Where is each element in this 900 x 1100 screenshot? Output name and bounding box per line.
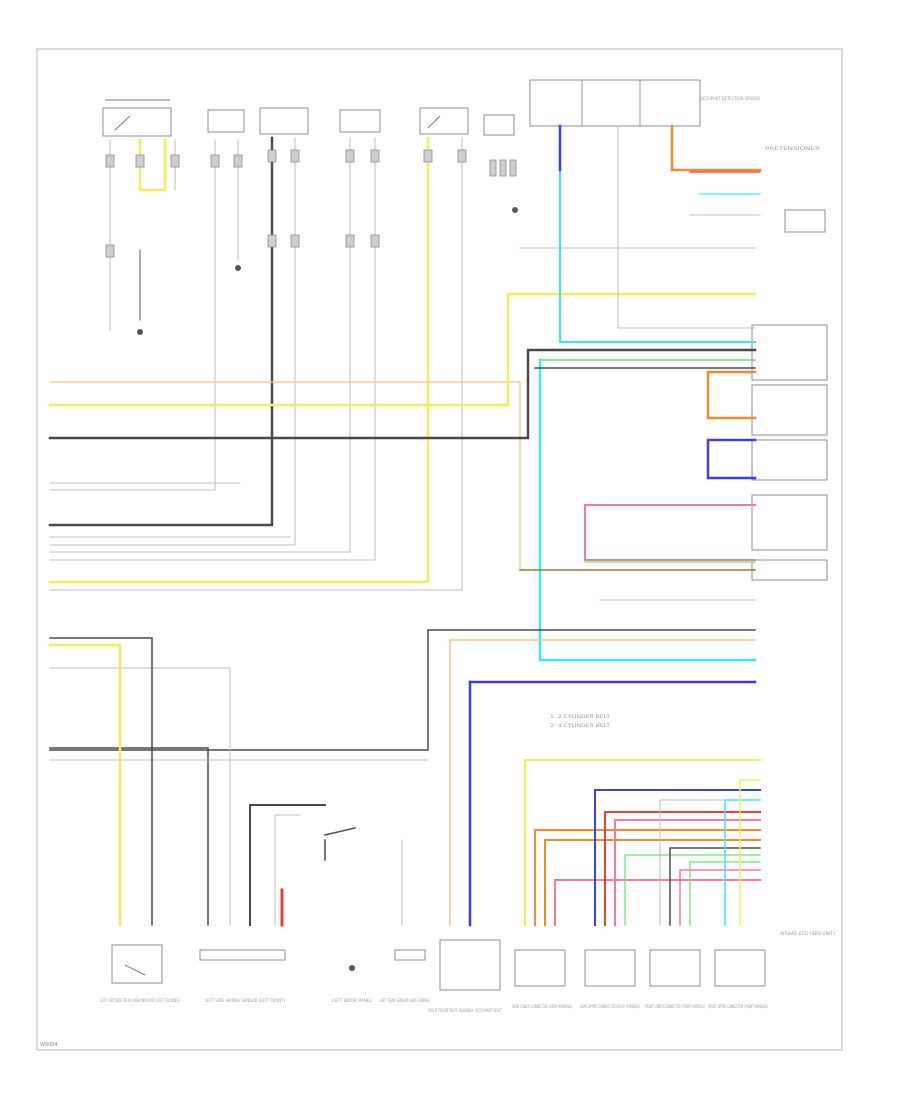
label-front-upper-connector: FRONT UPPER CONNECTOR (FRONT HARNESS): [708, 1004, 768, 1010]
label-airbag-ecu: AIRBAG ECU (SRS UNIT): [780, 931, 835, 937]
label-rear-lower-connector: REAR LOWER CONNECTOR (REAR HARNESS): [512, 1004, 572, 1010]
bottom-components: [111, 939, 766, 991]
label-left-outside-mirror: LEFT OUTSIDE REAR VIEW MIRROR (LEFT FOLD…: [100, 998, 180, 1004]
label-pretensioner: PRETENSIONER: [765, 146, 820, 152]
legend-line-1: 1: 2 CYLINDER BELT: [550, 714, 610, 720]
rear-lower-connector-box: [514, 949, 566, 987]
ground-symbols: [137, 207, 518, 971]
left-side-airbag-sensor-box: [199, 949, 286, 961]
label-left-side-airbag-sensor: LEFT SIDE AIRBAG SENSOR (LEFT FRONT): [205, 998, 285, 1004]
front-lower-connector-box: [649, 949, 701, 987]
legend-line-2: 2: 4 CYLINDER BELT: [550, 723, 610, 729]
left-outside-mirror-box: [111, 944, 163, 984]
diagram-frame: [36, 48, 843, 1051]
labels: LEFT OUTSIDE REAR VIEW MIRROR (LEFT FOLD…: [40, 96, 835, 1048]
label-left-door-panel: LEFT DOOR PANEL: [332, 998, 372, 1004]
front-upper-connector-box: [714, 949, 766, 987]
label-occupant-sensor: OCCUPANT DETECTION SENSOR: [700, 96, 760, 102]
label-rear-upper-connector: REAR UPPER CONNECTOR (REAR HARNESS): [580, 1004, 640, 1010]
connector-pins: [105, 149, 517, 258]
rear-upper-connector-box: [584, 949, 636, 987]
top-components: [102, 79, 828, 581]
left-rear-sensor-box: [394, 949, 426, 961]
label-left-rear-sensor: LEFT REAR SENSOR (SIDE AIRBAG): [380, 998, 430, 1004]
label-front-lower-connector: FRONT LOWER CONNECTOR (FRONT HARNESS): [645, 1004, 705, 1010]
footer-code: W0004: [40, 1042, 58, 1048]
front-seat-assembly-box: [439, 939, 501, 991]
wires: [48, 124, 762, 927]
label-front-seat-assembly: RIGHT FRONT SEAT ASSEMBLY (OCCUPANT SEAT…: [428, 1008, 502, 1014]
